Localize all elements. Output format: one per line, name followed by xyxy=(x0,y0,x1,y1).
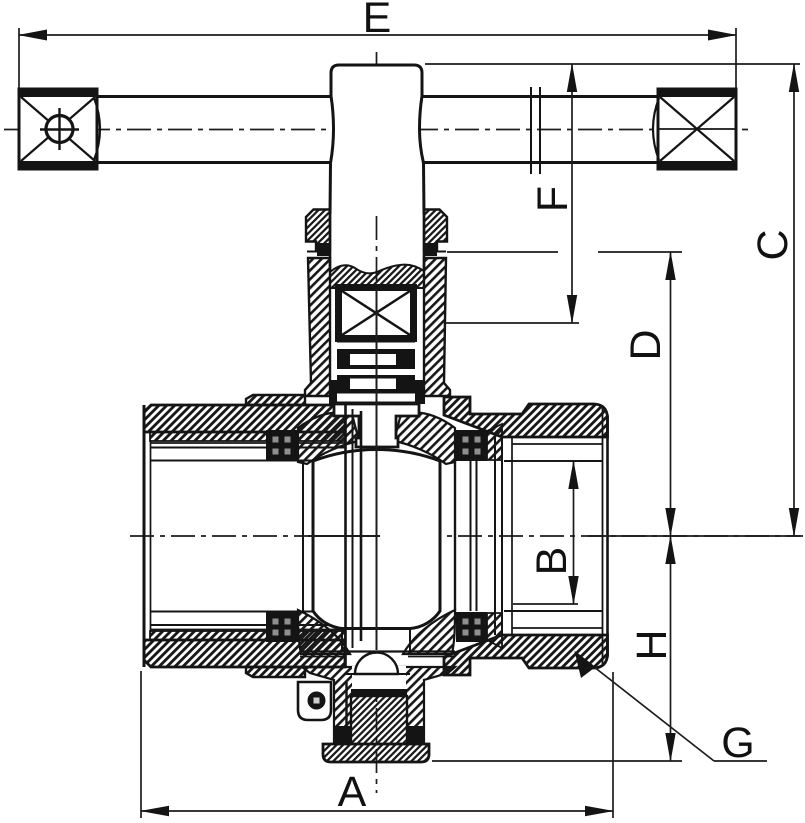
svg-text:D: D xyxy=(622,329,670,360)
svg-text:F: F xyxy=(529,186,577,212)
svg-text:C: C xyxy=(749,229,797,260)
svg-text:E: E xyxy=(363,0,392,42)
svg-text:B: B xyxy=(528,547,576,576)
svg-text:H: H xyxy=(628,629,676,660)
svg-text:A: A xyxy=(338,768,367,816)
svg-text:G: G xyxy=(721,719,754,767)
